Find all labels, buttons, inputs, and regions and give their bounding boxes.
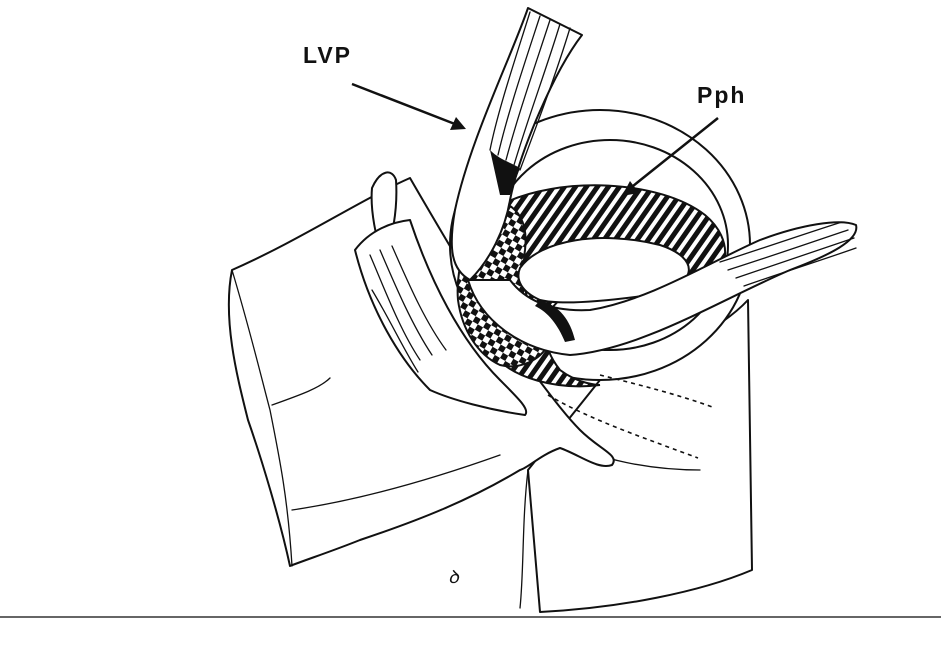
lvp-label: LVP xyxy=(303,42,352,68)
artist-signature: ꝺ xyxy=(448,567,460,588)
right-wall-seam xyxy=(520,470,528,608)
lvp-leader-arrow xyxy=(352,84,466,130)
pph-label: Pph xyxy=(697,82,746,108)
